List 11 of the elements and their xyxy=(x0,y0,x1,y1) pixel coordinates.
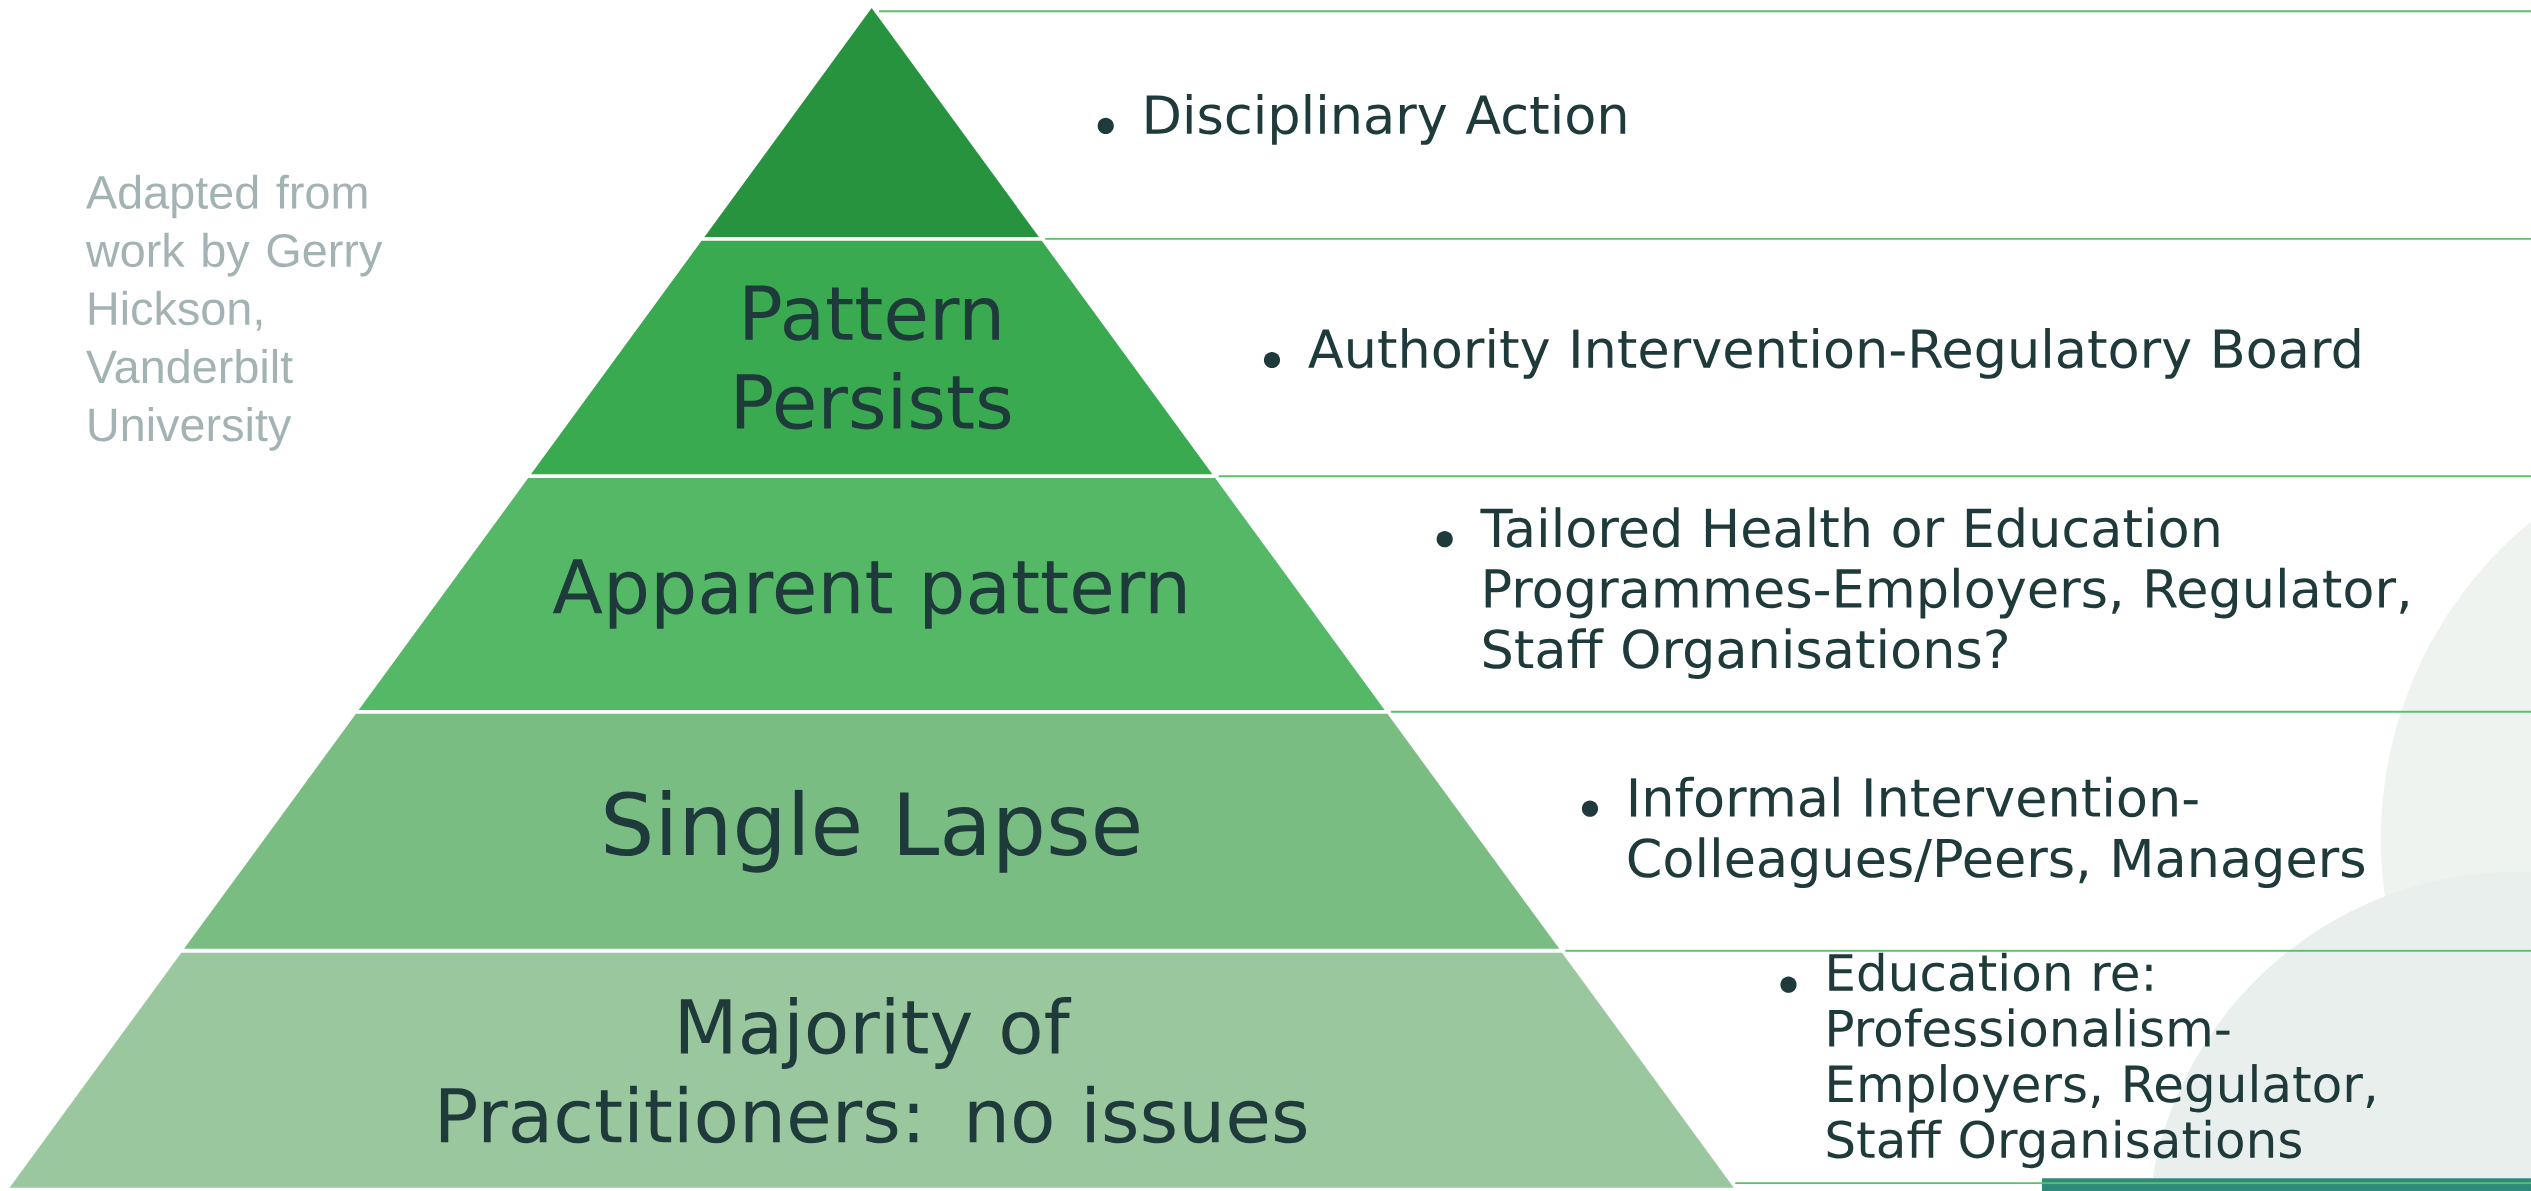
pyramid-band: Majority of Practitioners: no issues xyxy=(9,952,1734,1188)
action-text: Education re: Professionalism-Employers, Regulator, Staff Organisations xyxy=(1827,952,2374,1169)
action-text: Informal Intervention-Colleagues/Peers, Managers xyxy=(1628,776,2364,888)
pyramid-band: Pattern Persists xyxy=(530,240,1213,475)
pyramid-band: Apparent pattern xyxy=(358,478,1385,710)
pyramid-top xyxy=(704,7,1039,237)
source-note: Adapted from work by Gerry Hickson, Vanderbilt University xyxy=(85,174,383,451)
pyramid-band: Single Lapse xyxy=(184,713,1560,949)
action-text: Tailored Health or Education Programmes-Employers, Regulator, Staff Organisations? xyxy=(1480,507,2408,679)
action-text: Authority Intervention-Regulatory Board xyxy=(1308,327,2360,379)
action-text: Disciplinary Action xyxy=(1146,93,1626,145)
